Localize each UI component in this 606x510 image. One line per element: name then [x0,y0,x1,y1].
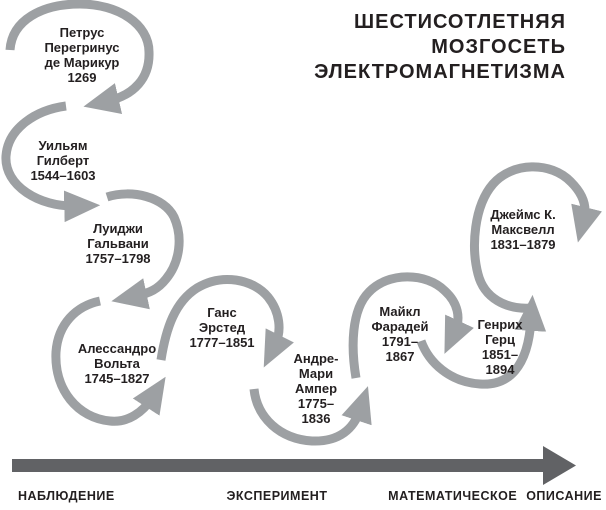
node-line: 1894 [485,362,515,377]
arrow-peregrinus-loop [5,0,154,114]
arrow-ampere-loop [249,386,372,446]
arrow-faraday-loop [348,272,474,379]
node-heinrich-hertz: Генрих Герц 1851– 1894 [462,317,538,377]
arrow-hertz-loop [416,294,547,389]
node-line: Андре- [293,351,339,366]
arrow-oersted-loop [156,275,294,368]
node-line: Перегринус [44,40,120,55]
timeline-axis-arrow [12,446,576,485]
arrow-gilbert-loop [1,101,101,223]
node-line: Гилберт [36,153,90,168]
timeline-axis-bar [12,459,543,472]
node-luigi-galvani: Луиджи Гальвани 1757–1798 [68,221,168,266]
node-line: 1745–1827 [84,371,150,386]
node-line: Ганс [207,305,237,320]
title-line: ЭЛЕКТРОМАГНЕТИЗМА [314,61,566,83]
node-line: Луиджи [93,221,143,236]
arrow-volta-loop [51,296,166,426]
node-hans-oersted: Ганс Эрстед 1777–1851 [172,305,272,350]
node-line: 1791– [381,334,419,349]
node-line: Джеймс К. [490,207,556,222]
arrow-galvani-loop [105,189,184,310]
node-line: Герц [485,332,515,347]
node-alessandro-volta: Алессандро Вольта 1745–1827 [62,341,172,386]
node-line: 1851– [481,347,519,362]
node-line: 1757–1798 [85,251,151,266]
node-line: 1831–1879 [490,237,556,252]
node-line: 1544–1603 [30,168,96,183]
node-andre-marie-ampere: Андре- Мари Ампер 1775– 1836 [278,351,354,426]
axis-label-mathematical-description: МАТЕМАТИЧЕСКОЕ ОПИСАНИЕ [388,489,602,503]
node-michael-faraday: Майкл Фарадей 1791– 1867 [357,304,443,364]
node-line: 1836 [301,411,331,426]
node-line: Генрих [477,317,523,332]
node-line: Петрус [59,25,105,40]
timeline-axis-head-icon [543,446,576,485]
node-line: 1269 [67,70,97,85]
node-line: 1777–1851 [189,335,255,350]
node-line: Ампер [294,381,338,396]
node-line: де Марикур [44,55,120,70]
node-line: Максвелл [491,222,555,237]
node-line: Мари [298,366,334,381]
arrow-maxwell-loop [470,162,602,313]
diagram-title: ШЕСТИСОТЛЕТНЯЯ МОЗГОСЕТЬ ЭЛЕКТРОМАГНЕТИЗ… [314,10,566,85]
node-line: Фарадей [371,319,429,334]
node-line: Гальвани [87,236,149,251]
node-line: 1867 [385,349,415,364]
node-line: Уильям [38,138,88,153]
node-line: Майкл [379,304,421,319]
node-james-maxwell: Джеймс К. Максвелл 1831–1879 [470,207,576,252]
node-william-gilbert: Уильям Гилберт 1544–1603 [13,138,113,183]
title-line: ШЕСТИСОТЛЕТНЯЯ [354,11,566,33]
node-petrus-peregrinus: Петрус Перегринус де Марикур 1269 [27,25,137,85]
axis-label-experiment: ЭКСПЕРИМЕНТ [226,489,328,503]
axis-label-observation: НАБЛЮДЕНИЕ [18,489,115,503]
title-line: МОЗГОСЕТЬ [431,36,566,58]
node-line: Вольта [94,356,140,371]
node-line: Эрстед [198,320,246,335]
node-line: 1775– [297,396,335,411]
node-line: Алессандро [77,341,157,356]
